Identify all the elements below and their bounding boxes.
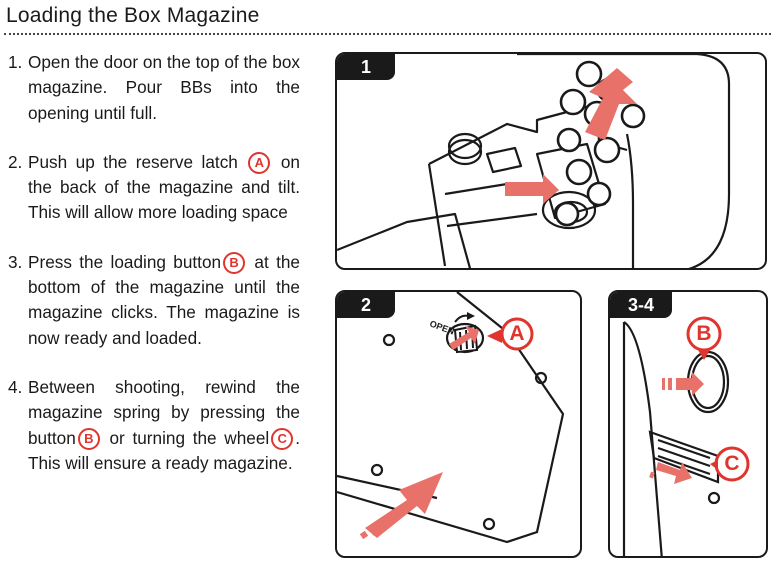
open-label: OPEN — [428, 318, 455, 336]
callout-a: A — [509, 322, 525, 345]
step-text: Press the loading button — [28, 251, 222, 272]
step-text: . This will ensure a ready magazine. — [28, 427, 300, 473]
illustration-panel-2: OPEN A 2 — [335, 290, 582, 558]
illustration-panel-3-4: B C 3-4 — [608, 290, 768, 558]
step-text: Between shooting, rewind the magazine sp… — [28, 376, 300, 448]
illustration-panel-1: 1 — [335, 52, 767, 270]
magazine-pour-illustration — [337, 54, 731, 268]
reserve-latch-illustration: OPEN — [337, 292, 565, 544]
panel-label-3-4: 3-4 — [610, 292, 672, 318]
callout-badge-b: B — [223, 251, 246, 274]
step-number: 4. — [8, 376, 23, 397]
step-text: on the back of the magazine and tilt. Th… — [28, 151, 300, 223]
callout-badge-c: C — [271, 427, 294, 450]
step-number: 3. — [8, 251, 23, 272]
callout-badge-b: B — [77, 427, 100, 450]
loading-button-illustration — [622, 316, 750, 556]
step-number: 1. — [8, 52, 23, 72]
callout-b: B — [696, 322, 712, 345]
latch-arrow-icon — [365, 326, 479, 538]
step-4: 4. Between shooting, rewind the magazine… — [8, 375, 300, 476]
step-text: at the bottom of the magazine until the … — [28, 251, 300, 348]
step-text: Open the door on the top of the box maga… — [28, 52, 300, 123]
title-divider — [4, 33, 771, 35]
callout-c: C — [724, 452, 740, 475]
panel-label-2: 2 — [337, 292, 395, 318]
panel-label-1: 1 — [337, 54, 395, 80]
step-2: 2. Push up the reserve latch A on the ba… — [8, 150, 300, 226]
step-text: or turning the wheel — [101, 427, 270, 448]
pour-arrow-icon — [505, 68, 637, 204]
callout-badge-a: A — [248, 151, 271, 174]
page-title: Loading the Box Magazine — [6, 4, 260, 27]
step-1: 1. Open the door on the top of the box m… — [8, 50, 300, 126]
step-number: 2. — [8, 151, 23, 172]
press-arrow-icon — [656, 372, 704, 484]
instruction-list: 1. Open the door on the top of the box m… — [8, 50, 300, 500]
step-text: Push up the reserve latch — [28, 151, 247, 172]
